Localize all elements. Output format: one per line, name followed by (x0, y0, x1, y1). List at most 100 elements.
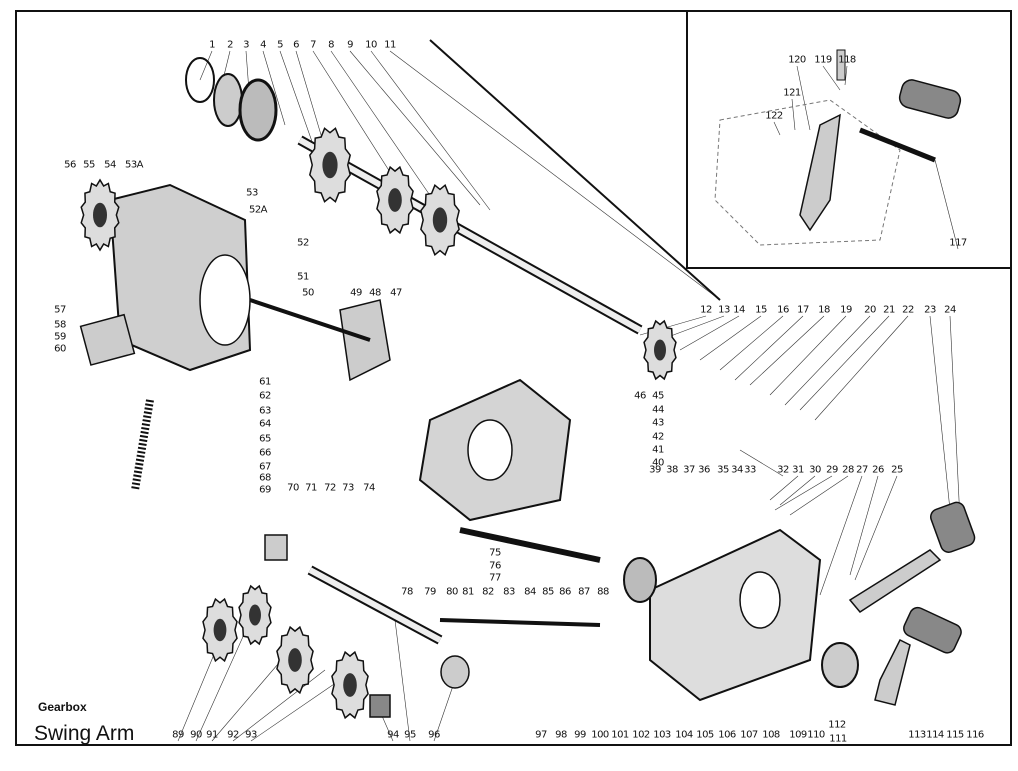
part-number-label: 110 (807, 729, 825, 741)
part-number-label: 96 (428, 729, 440, 741)
part-number-label: 107 (740, 729, 758, 741)
leader-line-31 (769, 475, 799, 501)
leader-line-28 (789, 475, 849, 516)
leader-line-5 (279, 50, 316, 151)
part-number-label: 5 (277, 39, 283, 51)
part-number-label: 57 (54, 304, 66, 316)
leader-line-15 (699, 315, 762, 361)
part-number-label: 44 (652, 404, 664, 416)
part-number-label: 114 (926, 729, 944, 741)
part-number-label: 17 (797, 304, 809, 316)
part-number-label: 112 (828, 719, 846, 731)
part-number-label: 54 (104, 159, 116, 171)
leader-line-19 (769, 315, 847, 396)
part-number-label: 108 (762, 729, 780, 741)
part-number-label: 30 (809, 464, 821, 476)
part-number-label: 52 (297, 237, 309, 249)
part-number-label: 46 (634, 390, 646, 402)
selector-spindle (249, 298, 371, 342)
part-number-label: 2 (227, 39, 233, 51)
shell-opening (199, 254, 251, 346)
part-number-label: 37 (683, 464, 695, 476)
leader-line-122 (773, 121, 781, 136)
part-number-label: 87 (578, 586, 590, 598)
part-number-label: 72 (324, 482, 336, 494)
part-number-label: 65 (259, 433, 271, 445)
part-number-label: 4 (260, 39, 266, 51)
part-number-label: 79 (424, 586, 436, 598)
part-number-label: 74 (363, 482, 375, 494)
leader-line-119 (822, 65, 841, 91)
part-number-label: 76 (489, 560, 501, 572)
part-number-label: 25 (891, 464, 903, 476)
part-number-label: 69 (259, 484, 271, 496)
leader-line-4 (262, 50, 286, 126)
part-number-label: 3 (243, 39, 249, 51)
outer-cover-window (739, 571, 781, 629)
part-number-label: 109 (789, 729, 807, 741)
kickstart-spindle (459, 527, 601, 563)
part-number-label: 12 (700, 304, 712, 316)
part-number-label: 31 (792, 464, 804, 476)
part-number-label: 48 (369, 287, 381, 299)
outer-cover (649, 528, 822, 702)
part-number-label: 105 (696, 729, 714, 741)
part-number-label: 20 (864, 304, 876, 316)
part-number-label: 89 (172, 729, 184, 741)
diagram-category: Gearbox (38, 700, 87, 714)
part-number-label: 86 (559, 586, 571, 598)
part-number-label: 33 (744, 464, 756, 476)
clutch-drum (623, 557, 657, 603)
leader-line-16 (719, 315, 784, 371)
part-number-label: 81 (462, 586, 474, 598)
part-number-label: 19 (840, 304, 852, 316)
inset-cover-outline (714, 99, 901, 246)
layshaft-gear-3 (276, 625, 314, 695)
part-number-label: 117 (949, 237, 967, 249)
part-number-label: 35 (717, 464, 729, 476)
bearing (238, 78, 278, 142)
end-cap (821, 642, 859, 688)
part-number-label: 8 (328, 39, 334, 51)
layshaft-gear (643, 319, 677, 381)
part-number-label: 90 (190, 729, 202, 741)
part-number-label: 118 (838, 54, 856, 66)
part-number-label: 23 (924, 304, 936, 316)
part-number-label: 116 (966, 729, 984, 741)
part-number-label: 121 (783, 87, 801, 99)
leader-line-24 (949, 315, 961, 521)
layshaft-gear-1 (202, 597, 238, 663)
layshaft-bush (369, 694, 391, 718)
part-number-label: 50 (302, 287, 314, 299)
part-number-label: 28 (842, 464, 854, 476)
leader-line-27 (819, 475, 863, 596)
part-number-label: 80 (446, 586, 458, 598)
leader-line-95 (394, 619, 411, 742)
leader-line-22 (814, 315, 909, 421)
part-number-label: 47 (390, 287, 402, 299)
part-number-label: 119 (814, 54, 832, 66)
swing-arm (799, 113, 841, 232)
part-number-label: 83 (503, 586, 515, 598)
part-number-label: 1 (209, 39, 215, 51)
part-number-label: 64 (259, 418, 271, 430)
part-number-label: 73 (342, 482, 354, 494)
part-number-label: 93 (245, 729, 257, 741)
leader-line-92 (232, 669, 326, 742)
leader-line-10 (370, 50, 491, 211)
inspection-cover (79, 313, 136, 366)
second-gear (420, 183, 460, 257)
part-number-label: 10 (365, 39, 377, 51)
leader-line-25 (854, 475, 898, 581)
part-number-label: 98 (555, 729, 567, 741)
part-number-label: 85 (542, 586, 554, 598)
part-number-label: 68 (259, 472, 271, 484)
leader-line-17 (734, 315, 804, 381)
part-number-label: 56 (64, 159, 76, 171)
sprocket (80, 178, 120, 252)
part-number-label: 94 (387, 729, 399, 741)
part-number-label: 22 (902, 304, 914, 316)
leader-line-21 (799, 315, 890, 411)
part-number-label: 115 (946, 729, 964, 741)
